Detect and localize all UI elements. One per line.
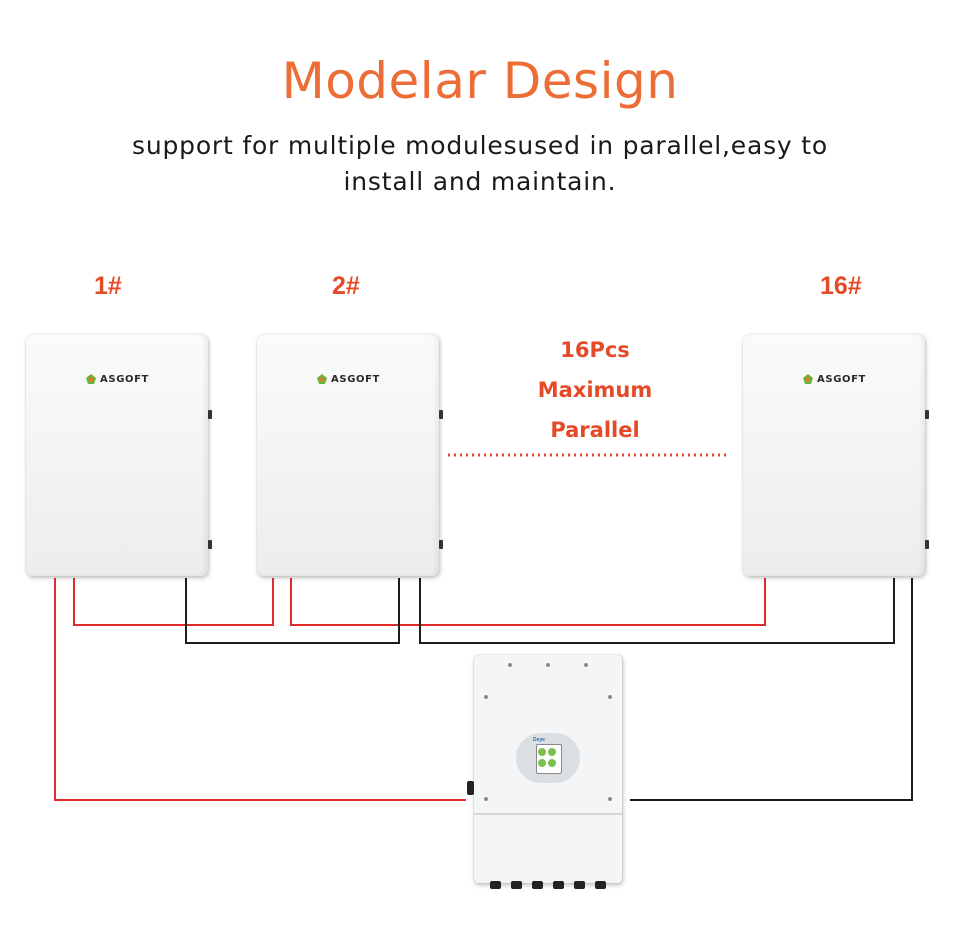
parallel-note-maximum: Maximum: [537, 378, 653, 402]
negative-wire-2-to-16: [419, 578, 895, 644]
side-latch: [208, 410, 212, 419]
positive-wire-2-to-16: [290, 578, 766, 626]
inverter-control-panel: Deye: [516, 733, 580, 783]
status-indicator-icon: [538, 759, 546, 767]
battery-module-1: ASGOFT: [26, 334, 212, 576]
module-16-brand: ASGOFT: [743, 374, 925, 385]
brand-name: ASGOFT: [817, 374, 866, 385]
positive-wire-to-inverter: [54, 578, 466, 801]
cable-port-icon: [490, 881, 501, 889]
module-1-label: 1#: [94, 272, 122, 300]
screw: [546, 663, 550, 667]
hybrid-inverter: Deye: [467, 655, 622, 889]
asgoft-leaf-logo-icon: [317, 374, 328, 384]
status-indicator-icon: [538, 748, 546, 756]
parallel-note: 16Pcs Maximum Parallel: [520, 330, 670, 450]
module-16-label: 16#: [820, 272, 862, 300]
page-subtitle: support for multiple modulesused in para…: [110, 128, 850, 200]
side-latch: [439, 540, 443, 549]
module-1-brand: ASGOFT: [26, 374, 208, 385]
side-latch: [925, 540, 929, 549]
cable-port-icon: [595, 881, 606, 889]
status-indicator-icon: [548, 748, 556, 756]
screw: [484, 797, 488, 801]
brand-name: ASGOFT: [100, 374, 149, 385]
cable-port-icon: [511, 881, 522, 889]
subtitle-line-1: support for multiple modulesused in para…: [132, 131, 828, 160]
cable-port-icon: [574, 881, 585, 889]
subtitle-line-2: install and maintain.: [343, 167, 617, 196]
negative-wire-to-inverter: [630, 578, 913, 801]
module-2-brand: ASGOFT: [257, 374, 439, 385]
module-2-label: 2#: [332, 272, 360, 300]
side-latch: [208, 540, 212, 549]
positive-wire-1-to-2: [73, 578, 274, 626]
cable-port-icon: [553, 881, 564, 889]
battery-module-2: ASGOFT: [257, 334, 443, 576]
brand-name: ASGOFT: [331, 374, 380, 385]
asgoft-leaf-logo-icon: [86, 374, 97, 384]
cable-port-icon: [532, 881, 543, 889]
screw: [508, 663, 512, 667]
inverter-side-switch: [467, 781, 474, 795]
status-indicator-icon: [548, 759, 556, 767]
side-latch: [439, 410, 443, 419]
asgoft-leaf-logo-icon: [803, 374, 814, 384]
screw: [608, 797, 612, 801]
inverter-status-indicators: [538, 748, 558, 768]
parallel-note-parallel: Parallel: [550, 418, 640, 442]
parallel-note-count: 16Pcs: [560, 338, 630, 362]
side-latch: [925, 410, 929, 419]
battery-module-16: ASGOFT: [743, 334, 929, 576]
inverter-panel-seam: [474, 813, 622, 815]
screw: [584, 663, 588, 667]
page-title: Modelar Design: [281, 52, 679, 110]
inverter-ports: [490, 881, 606, 889]
screw: [608, 695, 612, 699]
inverter-brand-logo: Deye: [533, 737, 545, 743]
screw: [484, 695, 488, 699]
negative-wire-1-to-2: [185, 578, 400, 644]
